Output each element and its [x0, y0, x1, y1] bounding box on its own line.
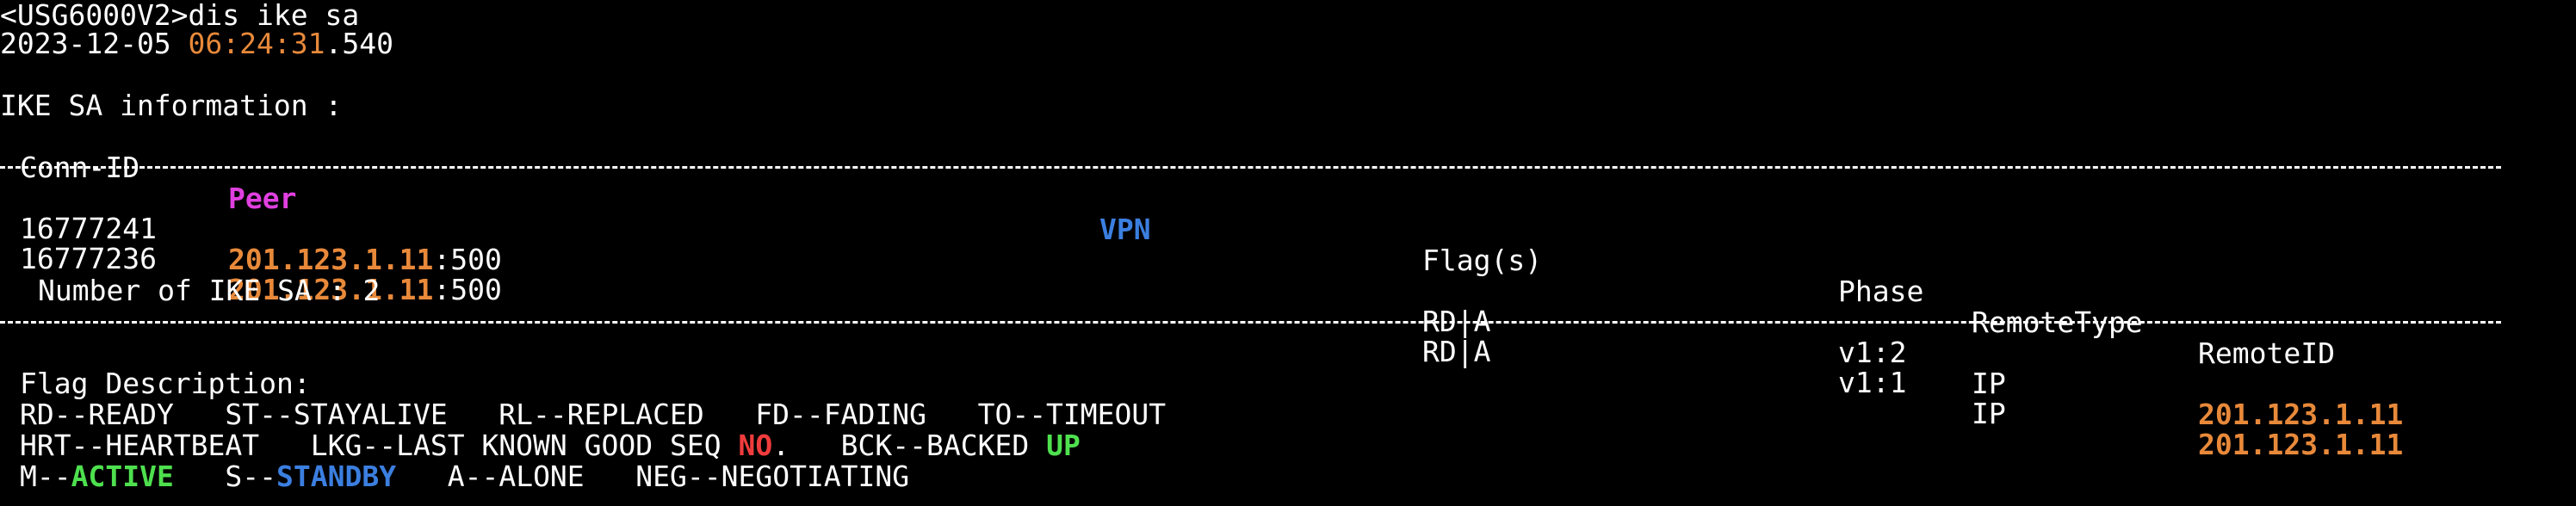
timestamp-time: 06:24:31: [188, 27, 325, 60]
header-separator: [0, 166, 2501, 169]
row-conn-id: 16777241: [20, 212, 157, 245]
row-remote-type: IP: [1972, 367, 2006, 400]
row-remote-type: IP: [1972, 397, 2006, 430]
row-peer-port: :500: [433, 243, 502, 276]
command-text: <USG6000V2>dis ike sa: [0, 0, 360, 32]
command-line: <USG6000V2>dis ike sa: [0, 0, 359, 31]
flag-line-3-part-a: M--: [20, 460, 71, 493]
flag-description-title-text: Flag Description:: [20, 367, 311, 400]
flag-line-2-part-a: HRT--HEARTBEAT LKG--LAST KNOWN GOOD SEQ: [20, 429, 739, 462]
timestamp-ms: .540: [325, 27, 393, 60]
row-peer: 201.123.1.11:500: [228, 275, 502, 305]
header-vpn: VPN: [1099, 213, 1151, 246]
row-conn-id: 16777236: [20, 242, 157, 275]
flag-line-3: M--ACTIVE S--STANDBY A--ALONE NEG--NEGOT…: [20, 461, 909, 492]
count-separator: [0, 321, 2501, 324]
row-peer-port: :500: [433, 273, 502, 306]
flag-keyword-active: ACTIVE: [71, 460, 174, 493]
row-peer-ip: 201.123.1.11: [228, 243, 434, 276]
timestamp-date: 2023-12-05: [0, 27, 189, 60]
flag-line-1-text: RD--READY ST--STAYALIVE RL--REPLACED FD-…: [20, 398, 1167, 431]
row-flags: RD|A: [1422, 335, 1491, 368]
header-remote-id: RemoteID: [2198, 336, 2335, 370]
flag-keyword-no: NO: [738, 429, 773, 462]
table-header: Conn-ID Peer VPN Flag(s) Phase RemoteTyp…: [0, 121, 2576, 369]
flag-line-3-part-c: A--ALONE NEG--NEGOTIATING: [396, 460, 910, 493]
header-flags: Flag(s): [1422, 244, 1543, 277]
row-phase: v1:1: [1838, 366, 1907, 399]
row-peer: 201.123.1.11:500: [228, 244, 502, 275]
flag-line-3-part-b: S--: [173, 460, 277, 493]
flag-keyword-up: UP: [1046, 429, 1081, 462]
row-remote-id: 201.123.1.11: [2198, 398, 2404, 431]
row-phase: v1:2: [1838, 336, 1907, 369]
section-title: IKE SA information :: [0, 90, 342, 121]
header-peer: Peer: [228, 182, 297, 215]
section-title-text: IKE SA information :: [0, 89, 343, 122]
flag-keyword-standby: STANDBY: [276, 460, 397, 493]
table-row: 16777236 201.123.1.11:500 RD|A v1:1 IP 2…: [0, 213, 2576, 460]
header-phase: Phase: [1838, 275, 1924, 308]
timestamp-line: 2023-12-05 06:24:31.540: [0, 28, 393, 59]
row-peer-ip: 201.123.1.11: [228, 273, 434, 306]
row-remote-id: 201.123.1.11: [2198, 428, 2404, 461]
sa-count-text: Number of IKE SA : 2: [38, 274, 381, 307]
flag-line-2: HRT--HEARTBEAT LKG--LAST KNOWN GOOD SEQ …: [20, 430, 1081, 461]
table-row: 16777241 201.123.1.11:500 RD|A v1:2 IP 2…: [0, 182, 2576, 430]
flag-line-2-part-b: . BCK--BACKED: [772, 429, 1047, 462]
